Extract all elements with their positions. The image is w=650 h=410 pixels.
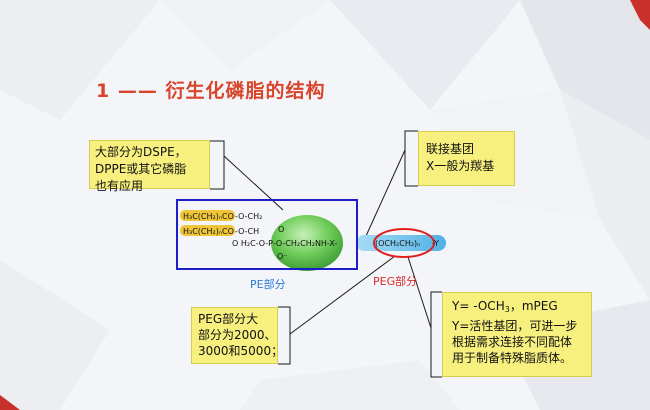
note-line: 用于制备特殊脂质体。 [452,351,573,365]
note-subscript: 3 [504,305,510,314]
note-y-group: Y= -OCH3，mPEG Y=活性基团，可进一步 根据需求连接不同配体 用于制… [442,292,592,377]
note-line: 3000和5000； [198,344,284,358]
note-line: X一般为羰基 [426,159,495,173]
note-peg-mw: PEG部分大 部分为2000、 3000和5000； [191,307,284,364]
note-text: ，mPEG [509,299,558,313]
peg-highlight-ring [373,228,435,258]
note-line: 部分为2000、 [198,328,277,342]
note-line: 大部分为DSPE， [95,145,187,159]
acyl-chain-2 [180,225,235,236]
peg-chain-band [356,235,446,251]
note-phospholipid: 大部分为DSPE， DPPE或其它磷脂 也有应用 [89,140,210,193]
note-line: Y=活性基团，可进一步 [452,319,578,333]
formula-peg-unit: (OCH₂CH₂)ₙ [375,239,420,248]
formula-p-row: O H₂C-O-P-O-CH₂CH₂NH-X- [232,239,338,248]
pe-portion-frame [176,199,358,270]
note-line: DPPE或其它磷脂 [95,162,187,176]
formula-chain2-tail: -O-CH [235,227,259,236]
note-line: 根据需求连接不同配体 [452,335,573,349]
formula-p-o-minus: O⁻ [277,252,288,261]
note-line: PEG部分大 [198,312,259,326]
note-linker: 联接基团 X一般为羰基 [418,131,515,186]
note-line: 联接基团 [426,142,475,156]
note-line: 也有应用 [95,179,144,193]
acyl-chain-1 [180,210,235,221]
formula-y-end: -Y [432,239,439,248]
peg-portion-label: PEG部分 [373,275,418,288]
pe-portion-label: PE部分 [250,278,286,291]
formula-o-top: O [278,225,284,234]
formula-chain2: H₃C(CH₂)ₙCO [183,227,234,236]
note-text: Y= -OCH [452,299,505,313]
formula-chain1-tail: -O-CH₂ [235,212,262,221]
slide-title: 1 —— 衍生化磷脂的结构 [96,80,326,102]
formula-chain1: H₃C(CH₂)ₙCO [183,212,234,221]
note-line: Y= -OCH3，mPEG [452,298,582,318]
head-group-blob [271,215,343,271]
